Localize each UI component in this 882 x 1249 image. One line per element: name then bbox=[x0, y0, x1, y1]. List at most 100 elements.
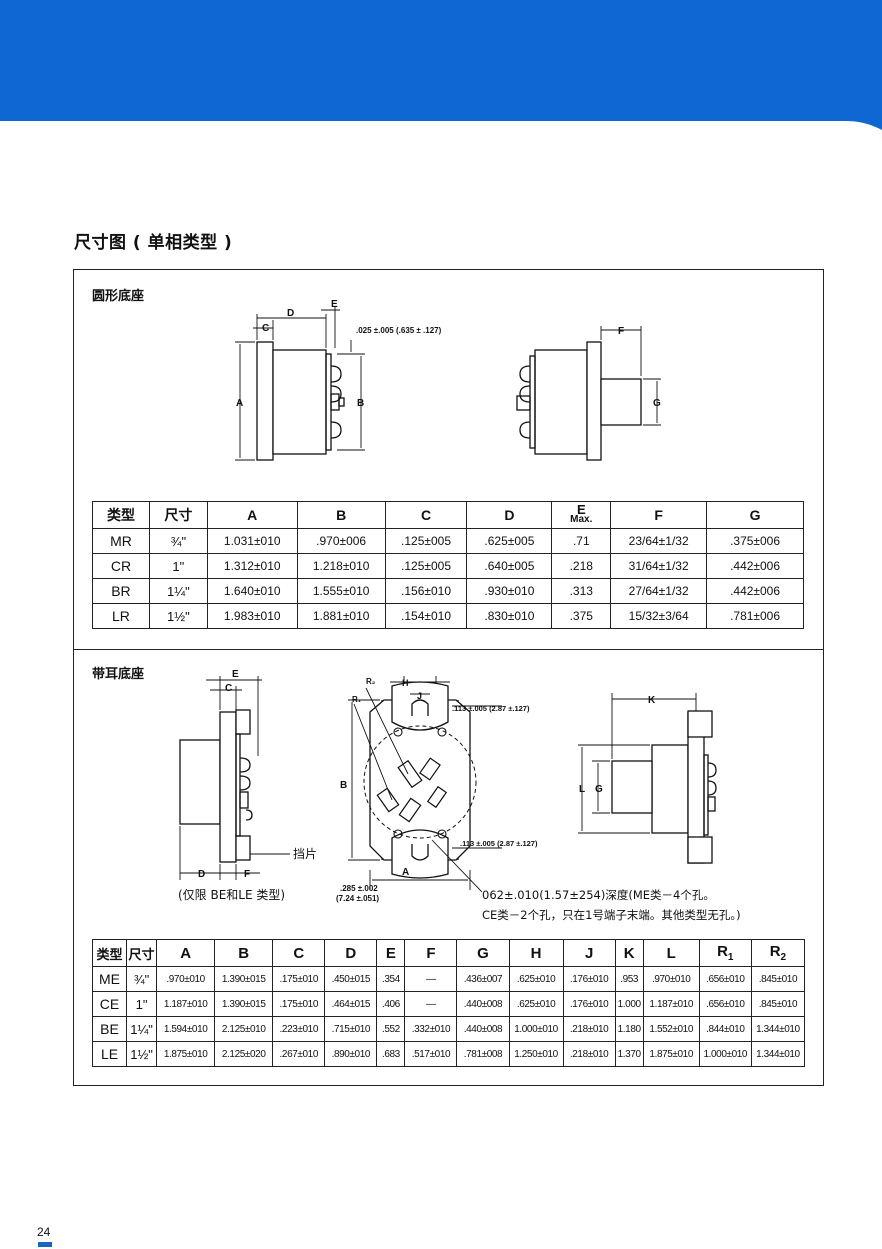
cell-G: .781±006 bbox=[706, 603, 804, 629]
cell-C: .154±010 bbox=[384, 603, 468, 629]
cell-size: 1" bbox=[148, 553, 208, 579]
header-K: K bbox=[614, 939, 644, 967]
hole-note-line1: 062±.010(1.57±254)深度(ME类－4个孔。 bbox=[482, 888, 715, 902]
label-G: G bbox=[653, 398, 661, 409]
cell-R1: .656±010 bbox=[698, 991, 752, 1017]
table-header-row: 类型 尺寸 A B C D E F G H J K L R1 R2 bbox=[91, 939, 806, 967]
cell-B: 1.218±010 bbox=[296, 553, 386, 579]
eared-base-title: 带耳底座 bbox=[92, 667, 145, 682]
label-H: H bbox=[402, 678, 409, 688]
label-E: E bbox=[232, 669, 239, 680]
cell-K: 1.370 bbox=[614, 1041, 644, 1067]
label-B: B bbox=[340, 780, 347, 791]
cell-type: ME bbox=[91, 966, 128, 992]
cell-A: .970±010 bbox=[156, 966, 216, 992]
cell-type: BR bbox=[92, 578, 150, 604]
cell-G: .375±006 bbox=[706, 528, 804, 554]
header-E-letter: E bbox=[576, 502, 586, 517]
cell-E: .406 bbox=[376, 991, 406, 1017]
header-A: A bbox=[206, 501, 298, 529]
cell-F: .332±010 bbox=[404, 1016, 458, 1042]
round-base-rear-view: F G bbox=[516, 326, 661, 461]
header-E: E bbox=[376, 939, 406, 967]
label-J: J bbox=[417, 691, 422, 701]
label-R2: R₂ bbox=[366, 677, 376, 686]
page-marker bbox=[38, 1242, 52, 1247]
header-R1-sub: 1 bbox=[727, 952, 734, 963]
cell-G: .442±006 bbox=[706, 578, 804, 604]
cell-J: .176±010 bbox=[562, 991, 616, 1017]
eared-base-side-view: E C D F bbox=[179, 669, 290, 880]
cell-F: — bbox=[404, 966, 458, 992]
header-D: D bbox=[324, 939, 378, 967]
header-R2: R2 bbox=[750, 939, 806, 967]
table-row: LE 1½" 1.875±010 2.125±020 .267±010 .890… bbox=[91, 1041, 806, 1067]
section-divider bbox=[73, 649, 824, 650]
table-row: ME ¾" .970±010 1.390±015 .175±010 .450±0… bbox=[91, 966, 806, 992]
cell-C: .175±010 bbox=[272, 966, 326, 992]
cell-F: — bbox=[404, 991, 458, 1017]
cell-L: 1.187±010 bbox=[642, 991, 700, 1017]
header-R1: R1 bbox=[698, 939, 752, 967]
cell-A: 1.187±010 bbox=[156, 991, 216, 1017]
label-tol-bottom: .113 ±.005 (2.87 ±.127) bbox=[460, 839, 538, 848]
cell-G: .440±008 bbox=[456, 991, 510, 1017]
cell-size: 1" bbox=[126, 991, 158, 1017]
label-tolerance: .025 ±.005 (.635 ± .127) bbox=[356, 326, 442, 335]
eared-base-rear-view: K L G bbox=[578, 693, 717, 864]
cell-size: 1½" bbox=[148, 603, 208, 629]
table-row: CR 1" 1.312±010 1.218±010 .125±005 .640±… bbox=[92, 553, 804, 579]
header-type: 类型 bbox=[92, 501, 150, 529]
header-B: B bbox=[214, 939, 274, 967]
header-G: G bbox=[456, 939, 510, 967]
cell-D: .640±005 bbox=[466, 553, 553, 579]
cell-B: 1.881±010 bbox=[296, 603, 386, 629]
cell-D: .715±010 bbox=[324, 1016, 378, 1042]
header-size: 尺寸 bbox=[126, 939, 158, 967]
cell-F: 31/64±1/32 bbox=[610, 553, 708, 579]
label-B: B bbox=[357, 398, 364, 409]
eared-base-spec-table: 类型 尺寸 A B C D E F G H J K L R1 R2 ME ¾" … bbox=[91, 939, 806, 1067]
cell-R1: .656±010 bbox=[698, 966, 752, 992]
page-number: 24 bbox=[37, 1225, 51, 1239]
cell-G: .436±007 bbox=[456, 966, 510, 992]
header-C: C bbox=[272, 939, 326, 967]
table-row: MR ¾" 1.031±010 .970±006 .125±005 .625±0… bbox=[92, 528, 804, 554]
cell-R1: .844±010 bbox=[698, 1016, 752, 1042]
cell-R2: .845±010 bbox=[750, 966, 806, 992]
header-R1-letter: R bbox=[717, 943, 728, 960]
label-F: F bbox=[618, 326, 624, 337]
header-B: B bbox=[296, 501, 386, 529]
top-banner bbox=[0, 0, 882, 130]
cell-J: .176±010 bbox=[562, 966, 616, 992]
header-R2-letter: R bbox=[769, 943, 781, 960]
cell-A: 1.875±010 bbox=[156, 1041, 216, 1067]
cell-type: LR bbox=[92, 603, 150, 629]
header-L: L bbox=[642, 939, 700, 967]
cell-C: .267±010 bbox=[272, 1041, 326, 1067]
cell-L: 1.552±010 bbox=[642, 1016, 700, 1042]
hole-note-line2: CE类－2个孔，只在1号端子末端。其他类型无孔。) bbox=[482, 908, 741, 922]
header-E-max: Max. bbox=[570, 514, 593, 525]
eared-base-front-view: R₂ R₁ H J B A .113 ±.005 (2.87 ±.127) .1… bbox=[336, 676, 538, 903]
label-tol-top: .113 ±.005 (2.87 ±.127) bbox=[452, 704, 530, 713]
header-H: H bbox=[508, 939, 564, 967]
cell-A: 1.594±010 bbox=[156, 1016, 216, 1042]
cell-D: .930±010 bbox=[466, 578, 553, 604]
cell-size: 1½" bbox=[126, 1041, 158, 1067]
label-A: A bbox=[402, 867, 409, 878]
cell-H: .625±010 bbox=[508, 991, 564, 1017]
tab-note: (仅限 BE和LE 类型) bbox=[178, 888, 286, 902]
cell-K: 1.000 bbox=[614, 991, 644, 1017]
label-A: A bbox=[236, 398, 243, 409]
cell-C: .125±005 bbox=[384, 553, 468, 579]
header-A: A bbox=[156, 939, 216, 967]
banner-shape bbox=[0, 0, 882, 130]
cell-type: CR bbox=[92, 553, 150, 579]
table-row: BR 1¼" 1.640±010 1.555±010 .156±010 .930… bbox=[92, 578, 804, 604]
cell-C: .156±010 bbox=[384, 578, 468, 604]
cell-E: .354 bbox=[376, 966, 406, 992]
round-base-title: 圆形底座 bbox=[92, 289, 145, 304]
